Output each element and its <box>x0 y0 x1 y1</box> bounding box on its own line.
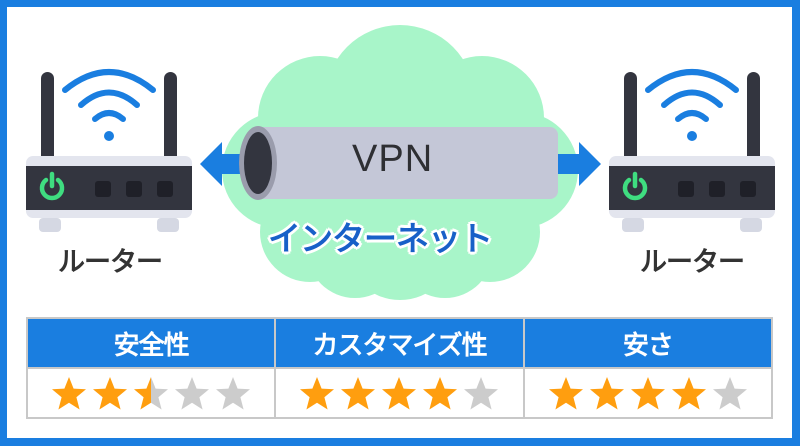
star-icon <box>216 377 251 410</box>
power-icon <box>39 171 65 201</box>
wifi-icon <box>62 69 156 122</box>
router-icon <box>609 69 775 232</box>
star-icon <box>548 377 583 410</box>
right-router-label: ルーター <box>640 247 745 278</box>
star-icon <box>630 377 665 410</box>
header-customizability: カスタマイズ性 <box>274 317 525 369</box>
header-price: 安さ <box>522 317 774 369</box>
header-safety: 安全性 <box>25 317 277 369</box>
star-icon <box>712 377 747 410</box>
star-icon <box>589 377 624 410</box>
star-icon <box>175 377 210 410</box>
router-icon <box>26 69 192 232</box>
star-icon <box>671 377 706 410</box>
rating-price <box>522 367 774 419</box>
arrow-left-icon <box>200 142 246 186</box>
star-icon <box>93 377 128 410</box>
star-icon <box>300 377 335 410</box>
star-icon <box>464 377 499 410</box>
star-icon <box>341 377 376 410</box>
star-icon <box>423 377 458 410</box>
arrow-right-icon <box>555 142 601 186</box>
star-icon <box>134 377 169 410</box>
rating-table: 安全性 カスタマイズ性 安さ <box>25 317 774 419</box>
star-icon <box>52 377 87 410</box>
star-icon <box>382 377 417 410</box>
rating-customizability <box>274 367 525 419</box>
tube-icon <box>239 126 558 200</box>
wifi-icon <box>645 69 739 122</box>
left-router-label: ルーター <box>58 247 163 278</box>
rating-safety <box>25 367 277 419</box>
vpn-label: VPN <box>352 138 434 180</box>
power-icon <box>622 171 648 201</box>
internet-label: インターネット <box>268 219 493 258</box>
